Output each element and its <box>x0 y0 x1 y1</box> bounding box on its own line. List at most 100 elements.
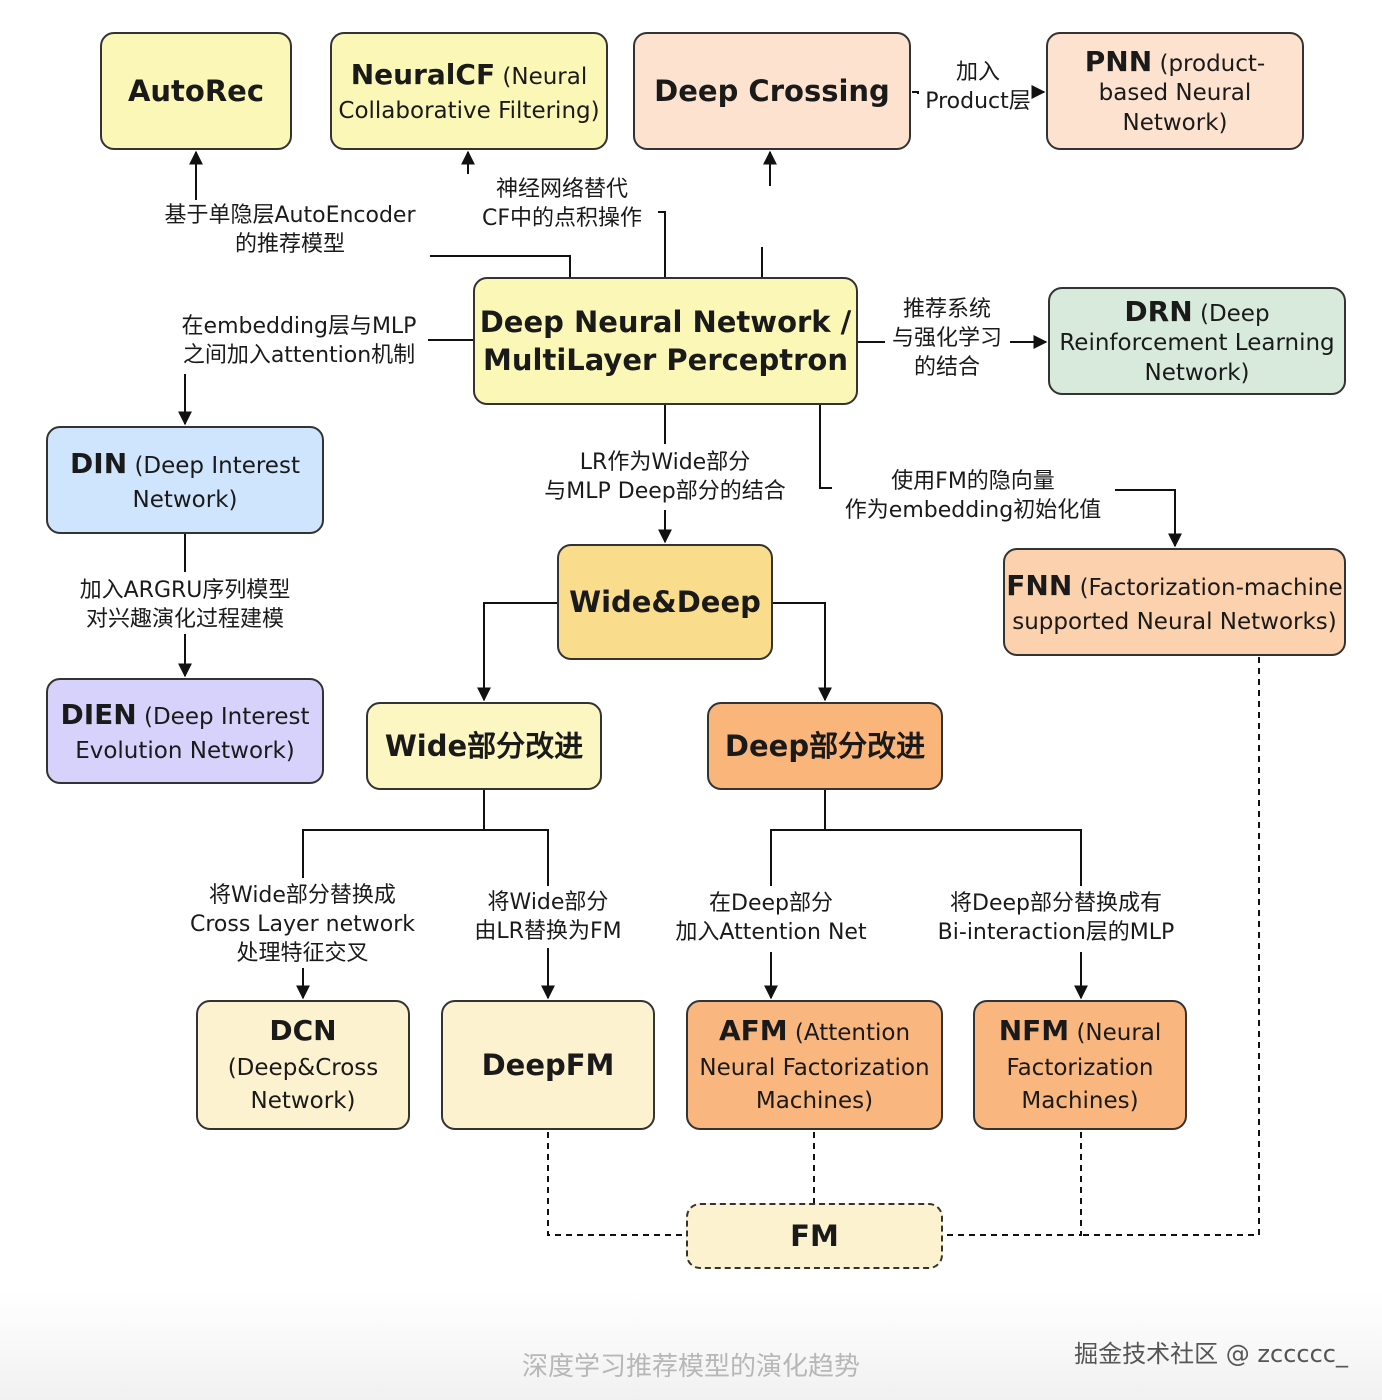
node-dien-desc: (Deep Interest <box>144 704 310 731</box>
label-to-deepfm: 将Wide部分由LR替换为FM <box>455 888 641 946</box>
node-afm[interactable]: AFM (Attention Neural Factorization Mach… <box>686 1000 943 1130</box>
node-afm-desc3: Machines) <box>755 1088 874 1115</box>
edge-to-fnn <box>819 405 832 489</box>
label-line: 处理特征交叉 <box>236 941 369 967</box>
node-pnn-desc3: Network) <box>1122 109 1228 136</box>
node-fnn-desc2: supported Neural Networks) <box>1012 608 1337 635</box>
label-line: Bi-interaction层的MLP <box>937 920 1175 946</box>
label-line: 由LR替换为FM <box>474 919 622 945</box>
label-line: 将Wide部分替换成 <box>209 883 396 908</box>
label-line: LR作为Wide部分 <box>579 450 751 475</box>
node-din[interactable]: DIN (Deep Interest Network) <box>46 426 324 534</box>
edge-to-autorec <box>430 255 571 277</box>
label-line: 在Deep部分 <box>709 891 833 916</box>
label-to-autorec: 基于单隐层AutoEncoder 的推荐模型 <box>150 201 430 259</box>
node-din-desc: (Deep Interest <box>134 453 300 480</box>
node-nfm-desc3: Machines) <box>1021 1088 1139 1115</box>
node-dien[interactable]: DIEN (Deep Interest Evolution Network) <box>46 678 324 784</box>
node-din-name: DIN <box>70 447 128 481</box>
node-din-desc2: Network) <box>132 486 238 513</box>
node-dnn-name: Deep Neural Network / <box>479 304 852 339</box>
label-line: 加入 <box>955 60 1000 85</box>
label-line: 基于单隐层AutoEncoder <box>164 203 416 228</box>
node-fm-name: FM <box>790 1218 839 1253</box>
node-drn-name: DRN <box>1124 294 1193 328</box>
node-dcn-name: DCN <box>269 1014 337 1048</box>
node-deep-crossing[interactable]: Deep Crossing <box>633 32 911 150</box>
dash-nfm-fm <box>944 1132 1082 1236</box>
node-drn-desc3: Network) <box>1144 359 1250 386</box>
node-wide-improve-name: Wide部分改进 <box>384 728 584 763</box>
node-neuralcf-desc2: Collaborative Filtering) <box>338 97 600 124</box>
label-line: 将Wide部分 <box>487 890 609 915</box>
node-dien-name: DIEN <box>60 698 137 732</box>
edge-to-wideimprove <box>477 602 557 702</box>
node-nfm[interactable]: NFM (Neural Factorization Machines) <box>973 1000 1187 1130</box>
node-deepfm-name: DeepFM <box>481 1047 615 1082</box>
label-line: 之间加入attention机制 <box>182 343 416 369</box>
node-pnn-name: PNN <box>1084 44 1153 78</box>
node-fnn-name: FNN <box>1006 569 1073 603</box>
node-nfm-name: NFM <box>998 1014 1070 1048</box>
label-to-neuralcf: 神经网络替代 CF中的点积操作 <box>462 175 662 233</box>
node-autorec[interactable]: AutoRec <box>100 32 292 150</box>
label-to-din: 在embedding层与MLP 之间加入attention机制 <box>150 312 448 370</box>
node-dcn-desc: (Deep&Cross <box>227 1054 379 1081</box>
node-pnn-desc2: based Neural <box>1098 80 1252 107</box>
label-line: 使用FM的隐向量 <box>891 469 1055 494</box>
edge-to-neuralcf <box>658 211 666 277</box>
label-line: 加入ARGRU序列模型 <box>79 578 291 603</box>
node-deep-improve-name: Deep部分改进 <box>724 728 926 763</box>
edge-to-fnn-head <box>1115 489 1182 548</box>
label-line: 神经网络替代 <box>495 177 628 202</box>
label-to-pnn: 加入 Product层 <box>918 58 1038 116</box>
dash-fnn-fm <box>1081 657 1260 1236</box>
node-drn-desc2: Reinforcement Learning <box>1059 330 1335 357</box>
label-line: Cross Layer network <box>190 912 415 938</box>
label-line: Product层 <box>925 89 1031 115</box>
node-wide-improve[interactable]: Wide部分改进 <box>366 702 602 790</box>
watermark: 掘金技术社区 @ zccccc_ <box>1074 1340 1348 1368</box>
label-to-dcn: 将Wide部分替换成 Cross Layer network 处理特征交叉 <box>180 881 425 968</box>
node-autorec-name: AutoRec <box>127 73 265 108</box>
edge-to-pnn <box>912 91 919 94</box>
node-fnn[interactable]: FNN (Factorization-machine supported Neu… <box>1003 548 1346 656</box>
node-drn-desc: (Deep <box>1199 300 1270 327</box>
node-dien-desc2: Evolution Network) <box>75 737 295 764</box>
label-to-dien: 加入ARGRU序列模型对兴趣演化过程建模 <box>50 576 320 634</box>
label-line: 在embedding层与MLP <box>181 314 417 339</box>
node-nfm-desc2: Factorization <box>1006 1054 1154 1081</box>
bottom-shade <box>0 1290 1382 1400</box>
node-dcn[interactable]: DCN (Deep&Cross Network) <box>196 1000 410 1130</box>
node-wide-deep[interactable]: Wide&Deep <box>557 544 773 660</box>
dash-deepfm-fm <box>547 1132 686 1236</box>
node-afm-desc2: Neural Factorization <box>699 1054 930 1081</box>
node-wide-deep-name: Wide&Deep <box>569 584 761 619</box>
node-deep-improve[interactable]: Deep部分改进 <box>707 702 943 790</box>
node-afm-name: AFM <box>718 1014 788 1048</box>
node-neuralcf-desc: (Neural <box>502 64 588 91</box>
node-dnn[interactable]: Deep Neural Network / MultiLayer Percept… <box>473 277 858 405</box>
label-line: 的结合 <box>913 355 980 381</box>
edge-to-deepimprove <box>773 602 832 702</box>
node-pnn[interactable]: PNN (product- based Neural Network) <box>1046 32 1304 150</box>
label-line: 与MLP Deep部分的结合 <box>544 479 786 505</box>
node-drn[interactable]: DRN (Deep Reinforcement Learning Network… <box>1048 287 1346 395</box>
node-fm[interactable]: FM <box>686 1203 943 1269</box>
label-to-afm: 在Deep部分加入Attention Net <box>660 889 882 947</box>
label-line: 作为embedding初始化值 <box>844 498 1102 524</box>
label-line: 加入Attention Net <box>675 920 867 946</box>
node-neuralcf[interactable]: NeuralCF (Neural Collaborative Filtering… <box>330 32 608 150</box>
node-nfm-desc: (Neural <box>1076 1020 1162 1047</box>
label-line: CF中的点积操作 <box>481 206 643 232</box>
label-to-fnn: 使用FM的隐向量作为embedding初始化值 <box>828 467 1118 525</box>
node-deepfm[interactable]: DeepFM <box>441 1000 655 1130</box>
label-line: 与强化学习 <box>891 326 1002 352</box>
label-line: 推荐系统 <box>902 297 991 322</box>
label-line: 的推荐模型 <box>234 232 345 258</box>
label-to-drn: 推荐系统与强化学习的结合 <box>880 295 1014 382</box>
caption: 深度学习推荐模型的演化趋势 <box>521 1352 860 1382</box>
node-fnn-desc: (Factorization-machine <box>1079 575 1343 602</box>
